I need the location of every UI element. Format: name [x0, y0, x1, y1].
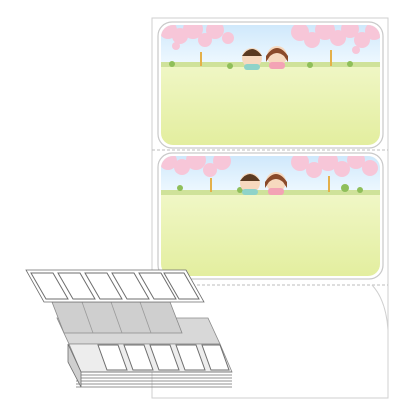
label-bottom	[157, 152, 384, 280]
sheet-edge-curl	[371, 284, 389, 398]
children-illustration	[242, 46, 288, 70]
fold-dividers	[81, 301, 152, 334]
top-fold-sheet	[25, 269, 205, 303]
front-label-row	[97, 344, 230, 371]
cherry-blossom-illustration	[161, 25, 380, 54]
children-illustration	[240, 172, 287, 195]
fanfold-stack-illustration	[25, 269, 233, 388]
label-top	[157, 21, 384, 149]
stack-edge-lines	[76, 371, 232, 388]
